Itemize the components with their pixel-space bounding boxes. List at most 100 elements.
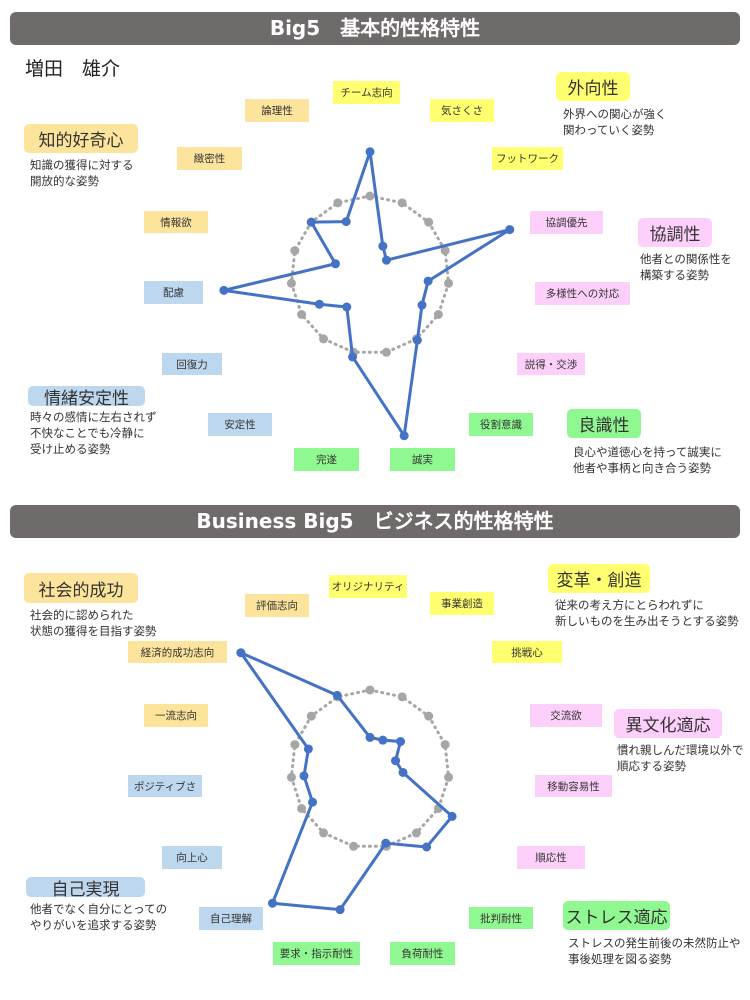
score-series-point bbox=[423, 276, 433, 286]
score-series-point bbox=[381, 838, 391, 848]
category-title: 知的好奇心 bbox=[24, 124, 138, 153]
section-header-big5: Big5 基本的性格特性 bbox=[10, 12, 740, 45]
score-series-point bbox=[314, 299, 324, 309]
axis-label: 負荷耐性 bbox=[390, 942, 455, 965]
category-description: 他者でなく自分にとっての やりがいを追求する姿勢 bbox=[30, 902, 168, 932]
average-series-point bbox=[444, 278, 454, 288]
axis-label: 役割意識 bbox=[469, 413, 533, 436]
axis-label: 配慮 bbox=[144, 281, 203, 304]
score-series-point bbox=[306, 217, 316, 227]
score-series-point bbox=[341, 217, 351, 227]
average-series-point bbox=[424, 217, 434, 227]
average-series-point bbox=[297, 310, 307, 319]
axis-label: 緻密性 bbox=[177, 147, 242, 170]
score-series-point bbox=[365, 732, 375, 742]
score-series-point bbox=[330, 259, 340, 269]
axis-label: 評価志向 bbox=[245, 594, 309, 617]
score-series-point bbox=[219, 285, 229, 295]
category-title: 良識性 bbox=[567, 409, 641, 438]
score-series-point bbox=[378, 241, 388, 251]
average-series-point bbox=[290, 740, 300, 750]
score-series-point bbox=[399, 431, 409, 441]
score-series-point bbox=[391, 756, 401, 766]
category-description: ストレスの発生前後の未然防止や 事後処理を図る姿勢 bbox=[568, 936, 741, 966]
score-series-point bbox=[365, 147, 375, 157]
score-series-point bbox=[335, 905, 345, 915]
score-series-point bbox=[505, 225, 515, 235]
score-series-point bbox=[267, 898, 277, 908]
score-series-point bbox=[447, 811, 457, 821]
average-series-point bbox=[319, 828, 329, 838]
category-title: 外向性 bbox=[556, 72, 630, 101]
average-series-point bbox=[424, 711, 434, 721]
axis-label: 経済的成功志向 bbox=[128, 641, 227, 663]
score-series-point bbox=[412, 335, 422, 345]
axis-label: 誠実 bbox=[390, 448, 455, 471]
average-series-point bbox=[286, 772, 296, 782]
score-series-point bbox=[378, 735, 388, 745]
axis-label: 論理性 bbox=[245, 99, 309, 122]
category-description: 良心や道徳心を持って誠実に 他者や事柄と向き合う姿勢 bbox=[573, 445, 722, 475]
axis-label: 安定性 bbox=[208, 413, 272, 436]
axis-label: 一流志向 bbox=[144, 704, 208, 727]
axis-label: チーム志向 bbox=[333, 81, 400, 104]
score-series-line bbox=[239, 651, 454, 912]
category-title: 協調性 bbox=[638, 218, 712, 247]
category-title: ストレス適応 bbox=[563, 901, 670, 930]
category-title: 情緒安定性 bbox=[28, 386, 145, 409]
average-series-point bbox=[397, 198, 407, 208]
score-series-point bbox=[342, 302, 352, 312]
axis-label: 完遂 bbox=[294, 448, 359, 471]
average-series-point bbox=[365, 191, 375, 201]
axis-label: 気さくさ bbox=[430, 99, 494, 122]
axis-label: 回復力 bbox=[162, 353, 222, 375]
average-series-point bbox=[381, 347, 391, 357]
score-series-point bbox=[332, 690, 342, 700]
axis-label: 向上心 bbox=[162, 846, 222, 869]
category-title: 異文化適応 bbox=[614, 709, 722, 738]
score-series-point bbox=[396, 737, 406, 747]
score-series-point bbox=[422, 842, 432, 852]
average-series-point bbox=[333, 198, 343, 208]
axis-label: オリジナリティ bbox=[329, 575, 407, 598]
category-title: 社会的成功 bbox=[24, 573, 138, 603]
score-series-point bbox=[308, 797, 318, 807]
score-series-point bbox=[417, 300, 427, 310]
score-series-point bbox=[299, 771, 309, 781]
average-series-point bbox=[411, 828, 421, 838]
average-series-point bbox=[349, 841, 359, 851]
category-description: 他者との関係性を 構築する姿勢 bbox=[640, 252, 732, 282]
category-description: 時々の感情に左右されず 不快なことでも冷静に 受け止める姿勢 bbox=[30, 410, 157, 456]
axis-label: 交流欲 bbox=[530, 704, 602, 727]
average-series-point bbox=[440, 246, 450, 256]
category-title: 変革・創造 bbox=[548, 564, 650, 593]
average-series-point bbox=[444, 772, 454, 782]
axis-label: 挑戦心 bbox=[492, 641, 562, 663]
category-title: 自己実現 bbox=[26, 877, 145, 900]
axis-label: 協調優先 bbox=[530, 211, 603, 234]
average-series-point bbox=[440, 740, 450, 750]
axis-label: 多様性への対応 bbox=[535, 282, 630, 305]
average-series-point bbox=[290, 246, 300, 256]
axis-label: 情報欲 bbox=[144, 211, 208, 233]
axis-label: 自己理解 bbox=[199, 907, 263, 930]
score-series-point bbox=[236, 648, 246, 658]
average-series-point bbox=[397, 692, 407, 702]
category-description: 慣れ親しんだ環境以外で 順応する姿勢 bbox=[617, 743, 744, 773]
axis-label: 移動容易性 bbox=[535, 775, 612, 797]
average-series-line bbox=[289, 194, 451, 354]
category-description: 外界への関心が強く 関わっていく姿勢 bbox=[563, 107, 667, 137]
category-description: 社会的に認められた 状態の獲得を目指す姿勢 bbox=[30, 608, 157, 638]
score-series-point bbox=[381, 255, 391, 265]
average-series-line bbox=[289, 688, 451, 848]
person-name: 増田 雄介 bbox=[25, 58, 121, 80]
axis-label: ポジティブさ bbox=[128, 775, 202, 797]
average-series-point bbox=[365, 685, 375, 695]
score-series-point bbox=[303, 744, 313, 754]
category-description: 従来の考え方にとらわれずに 新しいものを生み出そうとする姿勢 bbox=[555, 598, 739, 628]
axis-label: 要求・指示耐性 bbox=[273, 942, 360, 965]
axis-label: 事業創造 bbox=[430, 592, 494, 615]
average-series-point bbox=[286, 278, 296, 288]
axis-label: 順応性 bbox=[517, 846, 585, 869]
